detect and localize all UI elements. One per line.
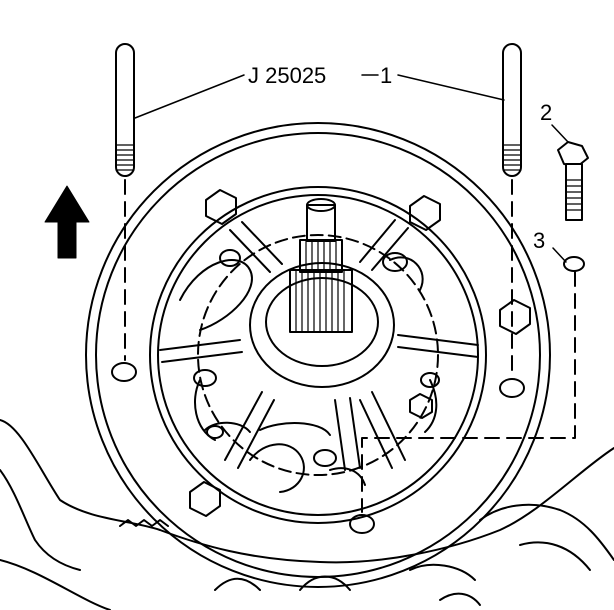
bolt-number: 2 — [540, 100, 552, 125]
guide-pin-left — [115, 43, 135, 177]
bolt-washer — [563, 256, 585, 272]
alignment-guides — [124, 179, 576, 513]
washer-number: 3 — [533, 228, 545, 253]
bolt-holes — [111, 362, 525, 534]
guide-pin-right — [502, 43, 522, 177]
pump-bolt — [557, 141, 589, 221]
leader-lines — [134, 74, 569, 263]
up-arrow-icon — [44, 185, 90, 259]
input-shaft — [249, 198, 395, 388]
tool-number: 1 — [380, 63, 392, 88]
flange-bolts — [189, 189, 531, 517]
pump-body — [85, 122, 551, 588]
tool-label: J 25025 — [248, 63, 326, 88]
